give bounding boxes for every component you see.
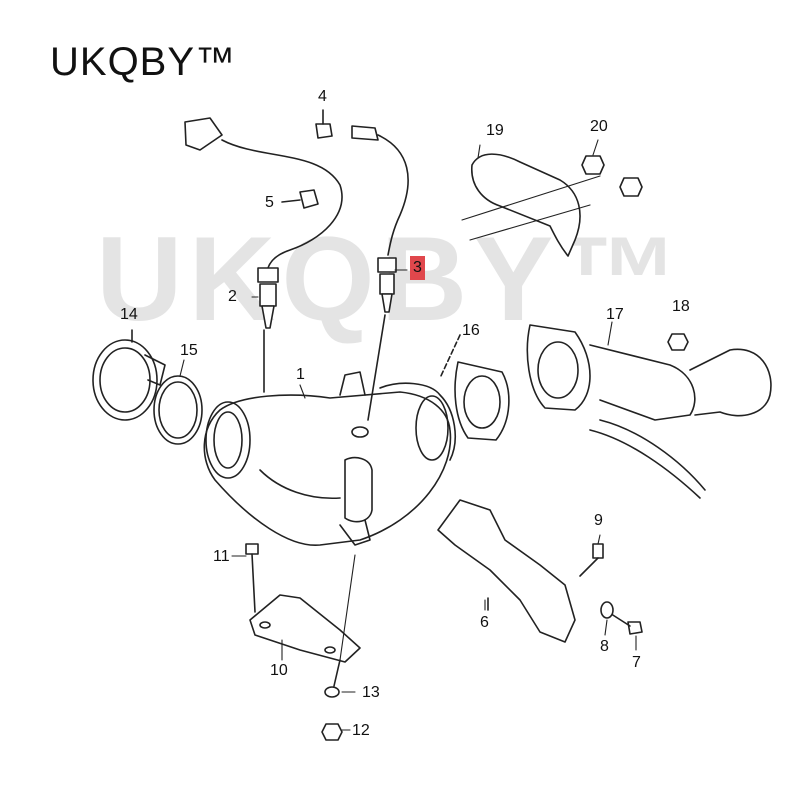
- part-19-heat-shield: [461, 153, 601, 257]
- part-20-nut: [581, 155, 643, 197]
- callout-12: 12: [352, 722, 370, 739]
- part-14-v-band-clamp: [92, 329, 166, 421]
- part-4-clip: [315, 109, 333, 139]
- part-11-bolt: [245, 543, 259, 613]
- part-10-mounting-bracket: [249, 594, 361, 663]
- callout-14: 14: [120, 306, 138, 323]
- callout-8: 8: [600, 638, 609, 655]
- part-3-oxygen-sensor-rear: [351, 125, 409, 421]
- brand-logo: UKQBY™: [50, 40, 237, 84]
- part-9-bolt: [579, 543, 604, 577]
- callout-11: 11: [213, 548, 230, 565]
- callout-6: 6: [480, 614, 489, 631]
- part-1-catalytic-converter: [203, 371, 456, 546]
- part-12-nut: [321, 554, 356, 741]
- leader-lines: [179, 139, 637, 731]
- callout-10: 10: [270, 662, 288, 679]
- callout-9: 9: [594, 512, 603, 529]
- part-18-nut: [667, 333, 689, 351]
- callout-1: 1: [296, 366, 305, 383]
- callout-17: 17: [606, 306, 624, 323]
- callout-3: 3: [410, 256, 425, 280]
- callout-19: 19: [486, 122, 504, 139]
- part-15-gasket-ring: [153, 375, 203, 445]
- part-16-gasket: [439, 334, 510, 441]
- part-8-washer: [600, 601, 614, 619]
- callout-4: 4: [318, 88, 327, 105]
- callout-5: 5: [265, 194, 274, 211]
- callout-15: 15: [180, 342, 198, 359]
- part-2-oxygen-sensor-front: [184, 117, 343, 393]
- callout-13: 13: [362, 684, 380, 701]
- callout-20: 20: [590, 118, 608, 135]
- part-5-clip: [281, 189, 319, 209]
- part-13-washer: [324, 659, 341, 698]
- part-6-support-bracket: [437, 499, 576, 643]
- callout-2: 2: [228, 288, 237, 305]
- callout-18: 18: [672, 298, 690, 315]
- part-17-front-pipe-catalyst: [526, 324, 772, 499]
- callout-7: 7: [632, 654, 641, 671]
- callout-16: 16: [462, 322, 480, 339]
